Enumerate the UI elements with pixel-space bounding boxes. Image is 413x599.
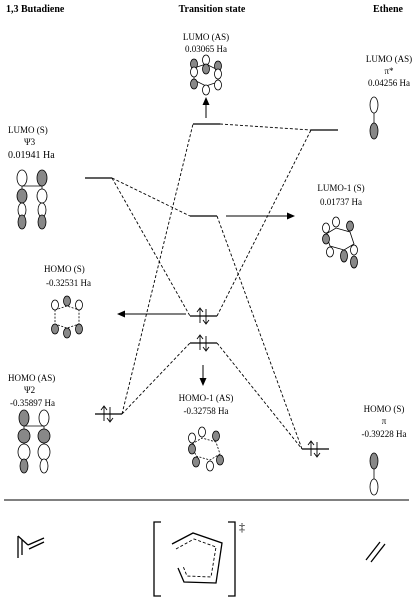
ts-homo1-energy: -0.32758 Ha bbox=[184, 406, 229, 416]
electron-pair-bd-homo bbox=[100, 405, 114, 423]
electron-pair-ts-homo bbox=[196, 307, 210, 325]
orbital-picture-ethene-homo bbox=[369, 452, 379, 496]
ethene-lumo-energy: 0.04256 Ha bbox=[368, 78, 410, 88]
electron-pairs bbox=[100, 307, 321, 458]
bd-homo-energy: -0.35897 Ha bbox=[10, 398, 55, 408]
ethene-lumo-symbol: π* bbox=[384, 66, 394, 76]
pointer-arrows bbox=[117, 97, 295, 386]
orbital-picture-ts-homo bbox=[51, 295, 83, 339]
orbital-pictures bbox=[16, 54, 379, 496]
ts-homo1-name: HOMO-1 (AS) bbox=[179, 393, 234, 403]
bd-lumo-energy: 0.01941 Ha bbox=[8, 150, 55, 161]
energy-levels bbox=[85, 123, 338, 450]
ethene-lumo-name: LUMO (AS) bbox=[366, 54, 412, 64]
ethene-structure bbox=[365, 541, 386, 563]
ts-homo-name: HOMO (S) bbox=[44, 264, 85, 274]
ethene-homo-energy: -0.39228 Ha bbox=[362, 429, 407, 439]
ts-lumo-energy: 0.03065 Ha bbox=[185, 44, 227, 54]
electron-pair-ts-homo1 bbox=[196, 334, 210, 352]
orbital-picture-bd-lumo bbox=[16, 169, 48, 230]
bd-lumo-symbol: Ψ3 bbox=[24, 137, 36, 147]
labels: LUMO (AS) 0.03065 Ha LUMO (AS) π* 0.0425… bbox=[8, 32, 412, 439]
header-ethene: Ethene bbox=[373, 4, 404, 15]
orbital-picture-ts-lumo1 bbox=[322, 216, 358, 269]
ts-lumo-name: LUMO (AS) bbox=[183, 32, 229, 42]
electron-pair-ethene-homo bbox=[307, 440, 321, 458]
ethene-homo-name: HOMO (S) bbox=[364, 404, 405, 414]
transition-state-symbol: ‡ bbox=[239, 520, 245, 534]
bd-homo-name: HOMO (AS) bbox=[8, 373, 55, 383]
butadiene-structure bbox=[17, 535, 45, 558]
correlation-lines bbox=[111, 123, 312, 450]
ts-homo-energy: -0.32531 Ha bbox=[46, 278, 91, 288]
ts-lumo1-name: LUMO-1 (S) bbox=[317, 183, 364, 193]
orbital-picture-ts-lumo bbox=[190, 54, 222, 96]
header-transition-state: Transition state bbox=[179, 4, 246, 15]
orbital-picture-bd-homo bbox=[17, 409, 51, 474]
transition-state-structure: ‡ bbox=[153, 520, 245, 597]
bd-lumo-name: LUMO (S) bbox=[8, 125, 48, 135]
bd-homo-symbol: Ψ2 bbox=[24, 385, 35, 395]
ethene-homo-symbol: π bbox=[382, 416, 387, 426]
header-butadiene: 1,3 Butadiene bbox=[6, 4, 65, 15]
orbital-picture-ethene-lumo bbox=[369, 96, 379, 140]
ts-lumo1-energy: 0.01737 Ha bbox=[320, 197, 362, 207]
orbital-picture-ts-homo1 bbox=[188, 426, 224, 472]
